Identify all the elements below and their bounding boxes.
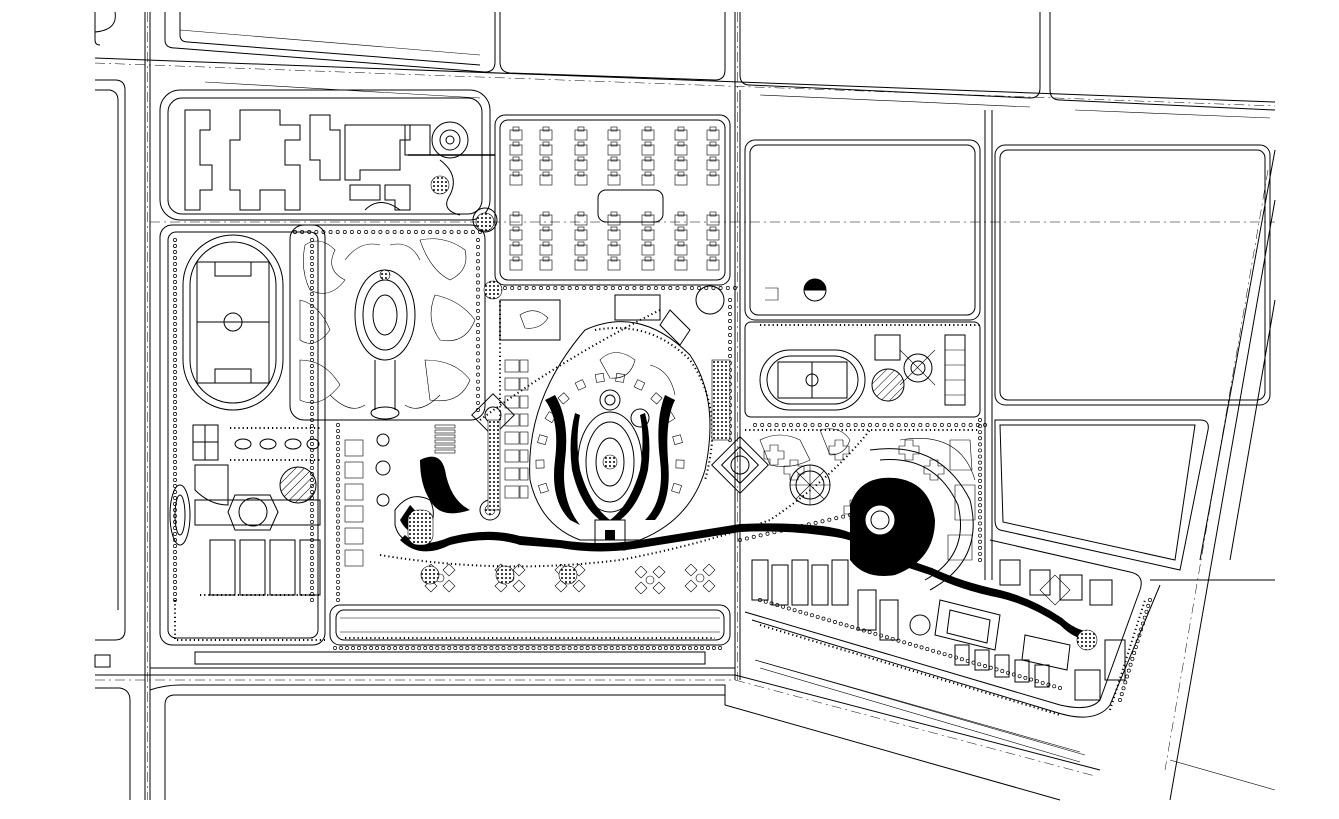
water-feature-axis <box>379 300 1098 651</box>
school-block <box>169 424 321 596</box>
tree-rows <box>173 230 1152 702</box>
central-park <box>499 285 725 551</box>
plaza-nodes <box>375 281 831 521</box>
southeast-housing <box>751 559 1146 716</box>
west-sports-field <box>182 234 284 411</box>
road-network <box>94 11 1276 801</box>
east-sports-field <box>759 324 980 411</box>
east-crescent-complex <box>745 428 980 591</box>
courtyard-clusters <box>407 175 731 585</box>
north-arrow-icon <box>765 278 827 302</box>
west-garden-estate <box>299 238 476 420</box>
terraced-housing-block <box>509 126 720 271</box>
parcel-outlines <box>159 89 1271 753</box>
south-linear-strip <box>174 600 720 641</box>
